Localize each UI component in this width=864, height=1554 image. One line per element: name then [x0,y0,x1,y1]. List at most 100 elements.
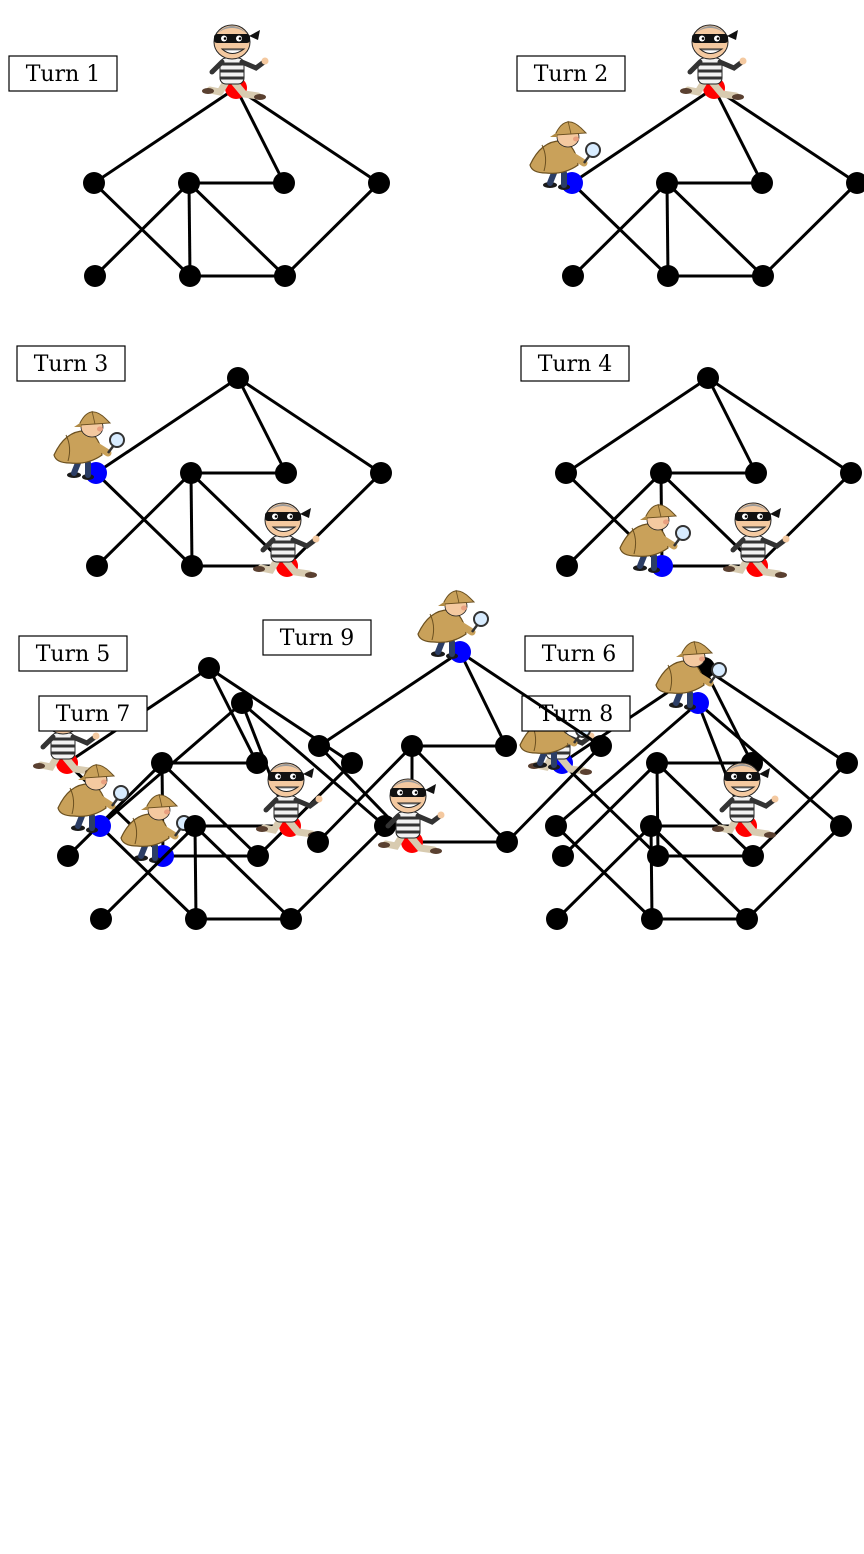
graph-edge [193,825,198,920]
graph-vertex [742,845,764,867]
graph-edge [235,86,380,185]
turn-label: Turn 8 [539,702,614,727]
graph-edge [649,825,654,920]
detective-figure [620,504,690,573]
graph-edge [187,181,287,278]
turn-panels: Turn 1 Turn 2 Turn 3 Turn 4 Turn 5 Turn 6 Turn… [8,25,864,930]
graph-vertex [495,735,517,757]
turn-panel: Turn 3 [16,345,392,578]
graph-edge [289,824,387,921]
graph-edge [193,824,293,921]
label-border [262,619,372,656]
graph-vertex [656,172,678,194]
graph-edge [285,471,383,568]
turn-panel: Turn 9 [262,590,612,854]
graph-edge [571,86,715,185]
graph-vertex [247,845,269,867]
graph-edge [761,181,859,278]
graph-vertex [180,462,202,484]
graph-vertex [590,735,612,757]
label-border [516,55,626,92]
turn-label: Turn 6 [542,642,617,667]
turn-label-box: Turn 3 [16,345,126,382]
graph-edge [649,824,749,921]
graph-vertex [745,462,767,484]
graph-edge [707,376,852,475]
graph-vertex [846,172,864,194]
graph-edge [655,761,755,858]
turn-label: Turn 5 [36,642,111,667]
graph-edge [555,701,699,828]
graph-vertex [307,831,329,853]
turn-panel: Turn 8 [521,641,852,930]
graph-vertex [231,692,253,714]
graph-edge [189,472,194,567]
detective-figure [121,794,191,863]
graph-vertex [496,831,518,853]
graph-vertex [90,908,112,930]
label-border [521,695,631,732]
turn-panel: Turn 7 [38,692,396,930]
graph-edge [505,744,603,844]
detective-figure [418,590,488,659]
graph-vertex [370,462,392,484]
turn-label-box: Turn 7 [38,695,148,732]
graph-vertex [641,908,663,930]
graph-vertex [555,462,577,484]
graph-vertex [736,908,758,930]
detective-figure [54,411,124,480]
graph-vertex [401,735,423,757]
turn-panel: Turn 2 [516,25,864,287]
graph-vertex [650,462,672,484]
graph-vertex [273,172,295,194]
detective-figure [58,764,128,833]
turn-label-box: Turn 9 [262,619,372,656]
turn-label-box: Turn 6 [524,635,634,672]
robber-figure [253,503,320,578]
graph-edge [316,744,414,844]
turn-panel: Turn 1 [8,25,390,287]
graph-edge [95,471,193,568]
graph-vertex [752,265,774,287]
label-border [16,345,126,382]
graph-edge [565,471,663,568]
graph-edge [459,650,602,748]
graph-edge [655,762,660,857]
graph-edge [66,761,164,858]
label-border [520,345,630,382]
graph-vertex [341,752,363,774]
graph-vertex [697,367,719,389]
graph-vertex [185,908,207,930]
graph-vertex [274,265,296,287]
graph-vertex [83,172,105,194]
graph-vertex [840,462,862,484]
graph-edge [187,182,192,277]
robber-figure [712,763,779,838]
graph-edge [208,666,353,765]
graph-edge [283,181,381,278]
graph-vertex [562,265,584,287]
detective-figure [656,641,726,710]
robber-figure [680,25,747,100]
graph-edge [665,182,670,277]
graph-edge [697,701,842,828]
graph-edge [236,377,288,474]
graph-edge [99,824,197,921]
graph-vertex [552,845,574,867]
graph-vertex [308,735,330,757]
graph-edge [665,181,765,278]
graph-vertex [181,555,203,577]
graph-vertex [57,845,79,867]
label-border [524,635,634,672]
robber-figure [723,503,790,578]
graph-edge [703,666,848,765]
graph-vertex [227,367,249,389]
turn-label: Turn 2 [534,62,609,87]
graph-edge [93,86,237,185]
graph-vertex [546,908,568,930]
graph-edge [751,761,849,858]
graph-vertex [184,815,206,837]
graph-edge [160,761,260,858]
turn-label-box: Turn 4 [520,345,630,382]
